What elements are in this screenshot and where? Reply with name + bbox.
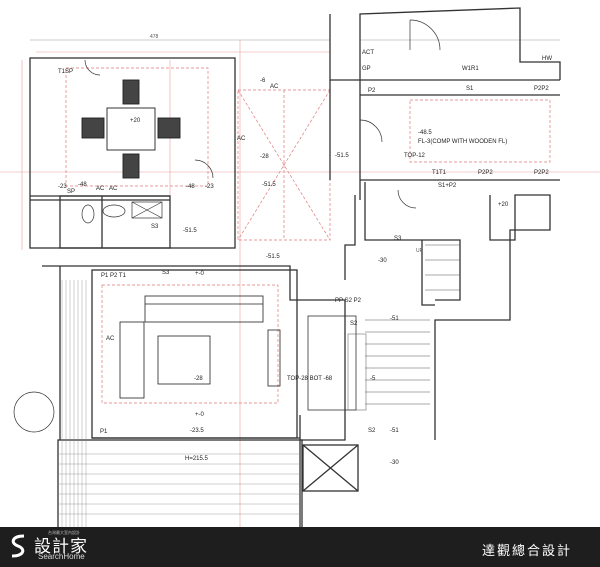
label-minus30-b: -30 [390, 460, 399, 466]
ceiling-cross-guides [65, 67, 551, 404]
label-lvl-515-right: -51.5 [335, 153, 349, 159]
logo-sub-text: SearchHome [38, 552, 85, 561]
logo-badge-icon [11, 534, 25, 558]
label-minus23-b: -23 [205, 184, 214, 190]
searchhome-logo: 台灣最大室內設計 設計家 SearchHome [4, 530, 144, 564]
label-plus20-dining: +20 [130, 118, 141, 124]
label-minus30-a: -30 [378, 258, 387, 264]
label-s2-b: S2 [368, 428, 376, 434]
logo-tagline: 台灣最大室內設計 [48, 530, 80, 535]
label-w1r1: W1R1 [462, 66, 479, 72]
label-sp-left: SP [67, 189, 75, 195]
label-minus23-5: -23.5 [190, 428, 204, 434]
label-s1-top: S1 [466, 86, 474, 92]
label-s2-a: S2 [350, 321, 358, 327]
label-minus48-b: -48 [186, 184, 195, 190]
plan-labels: ACT GP HW W1R1 S1 P2P2 P2 -48.5 FL-3(COM… [58, 34, 552, 466]
footer-bar [0, 527, 600, 567]
label-ac-b: AC [109, 186, 118, 192]
sofa-set [119, 295, 281, 399]
label-minus6: -6 [260, 78, 266, 84]
label-minus5: -5 [370, 376, 376, 382]
label-p1: P1 [100, 429, 108, 435]
label-p2-top: P2 [368, 88, 376, 94]
label-h215: H=215.5 [185, 456, 209, 462]
label-minus51-b: -51 [390, 428, 399, 434]
label-minus28-center: -28 [260, 154, 269, 160]
label-lvl-515-mid: -51.5 [262, 182, 276, 188]
label-up: UP [416, 248, 424, 254]
label-p2p2-top: P2P2 [534, 86, 549, 92]
stair-treads [307, 244, 460, 411]
door-swings [13, 19, 441, 433]
label-s3-stair: S3 [394, 236, 402, 242]
label-s3-bath: S3 [151, 224, 159, 230]
label-ac-top: AC [270, 84, 279, 90]
label-dim-top: 478 [150, 34, 159, 40]
logo-main-text: 設計家 [34, 537, 88, 556]
label-ac-living: AC [106, 336, 115, 342]
label-top12: TOP-12 [404, 153, 426, 159]
label-fl-level: -48.5 [418, 130, 432, 136]
dining-table [81, 79, 181, 179]
label-fl-note: FL-3(COMP WITH WOODEN FL) [418, 139, 507, 145]
label-ppsp2: PP S2 P2 [335, 298, 362, 304]
label-plus0-a: +-0 [195, 271, 205, 277]
dimension-guides [0, 39, 600, 530]
walls [29, 7, 561, 529]
label-lvl-515-bath: -51.5 [183, 228, 197, 234]
label-plus0-b: +-0 [195, 412, 205, 418]
label-s3-living: S3 [162, 270, 170, 276]
label-p2p2-b: P2P2 [534, 170, 549, 176]
label-s1p2: S1+P2 [438, 183, 457, 189]
designer-name: 達觀總合設計 [481, 544, 572, 559]
label-t1sp: T1SP [58, 69, 73, 75]
label-ac-mid: AC [237, 136, 246, 142]
bath-fixtures [81, 201, 163, 224]
label-hw: HW [542, 56, 552, 62]
label-minus28-living: -28 [194, 376, 203, 382]
deck-hatching [58, 280, 300, 528]
label-gp: GP [362, 66, 371, 72]
label-act: ACT [362, 50, 374, 56]
label-plus20-right: +20 [498, 202, 509, 208]
label-top28: TOP-28 BOT -68 [287, 376, 333, 382]
label-minus48-a: -48 [78, 182, 87, 188]
label-p1p2t1: P1 P2 T1 [101, 273, 127, 279]
label-t1t1: T1T1 [432, 170, 447, 176]
label-lvl-515-hall: -51.5 [266, 254, 280, 260]
label-minus51-a: -51 [390, 316, 399, 322]
label-minus23-a: -23 [58, 184, 67, 190]
label-p2p2-a: P2P2 [478, 170, 493, 176]
label-ac-left: AC [96, 186, 105, 192]
